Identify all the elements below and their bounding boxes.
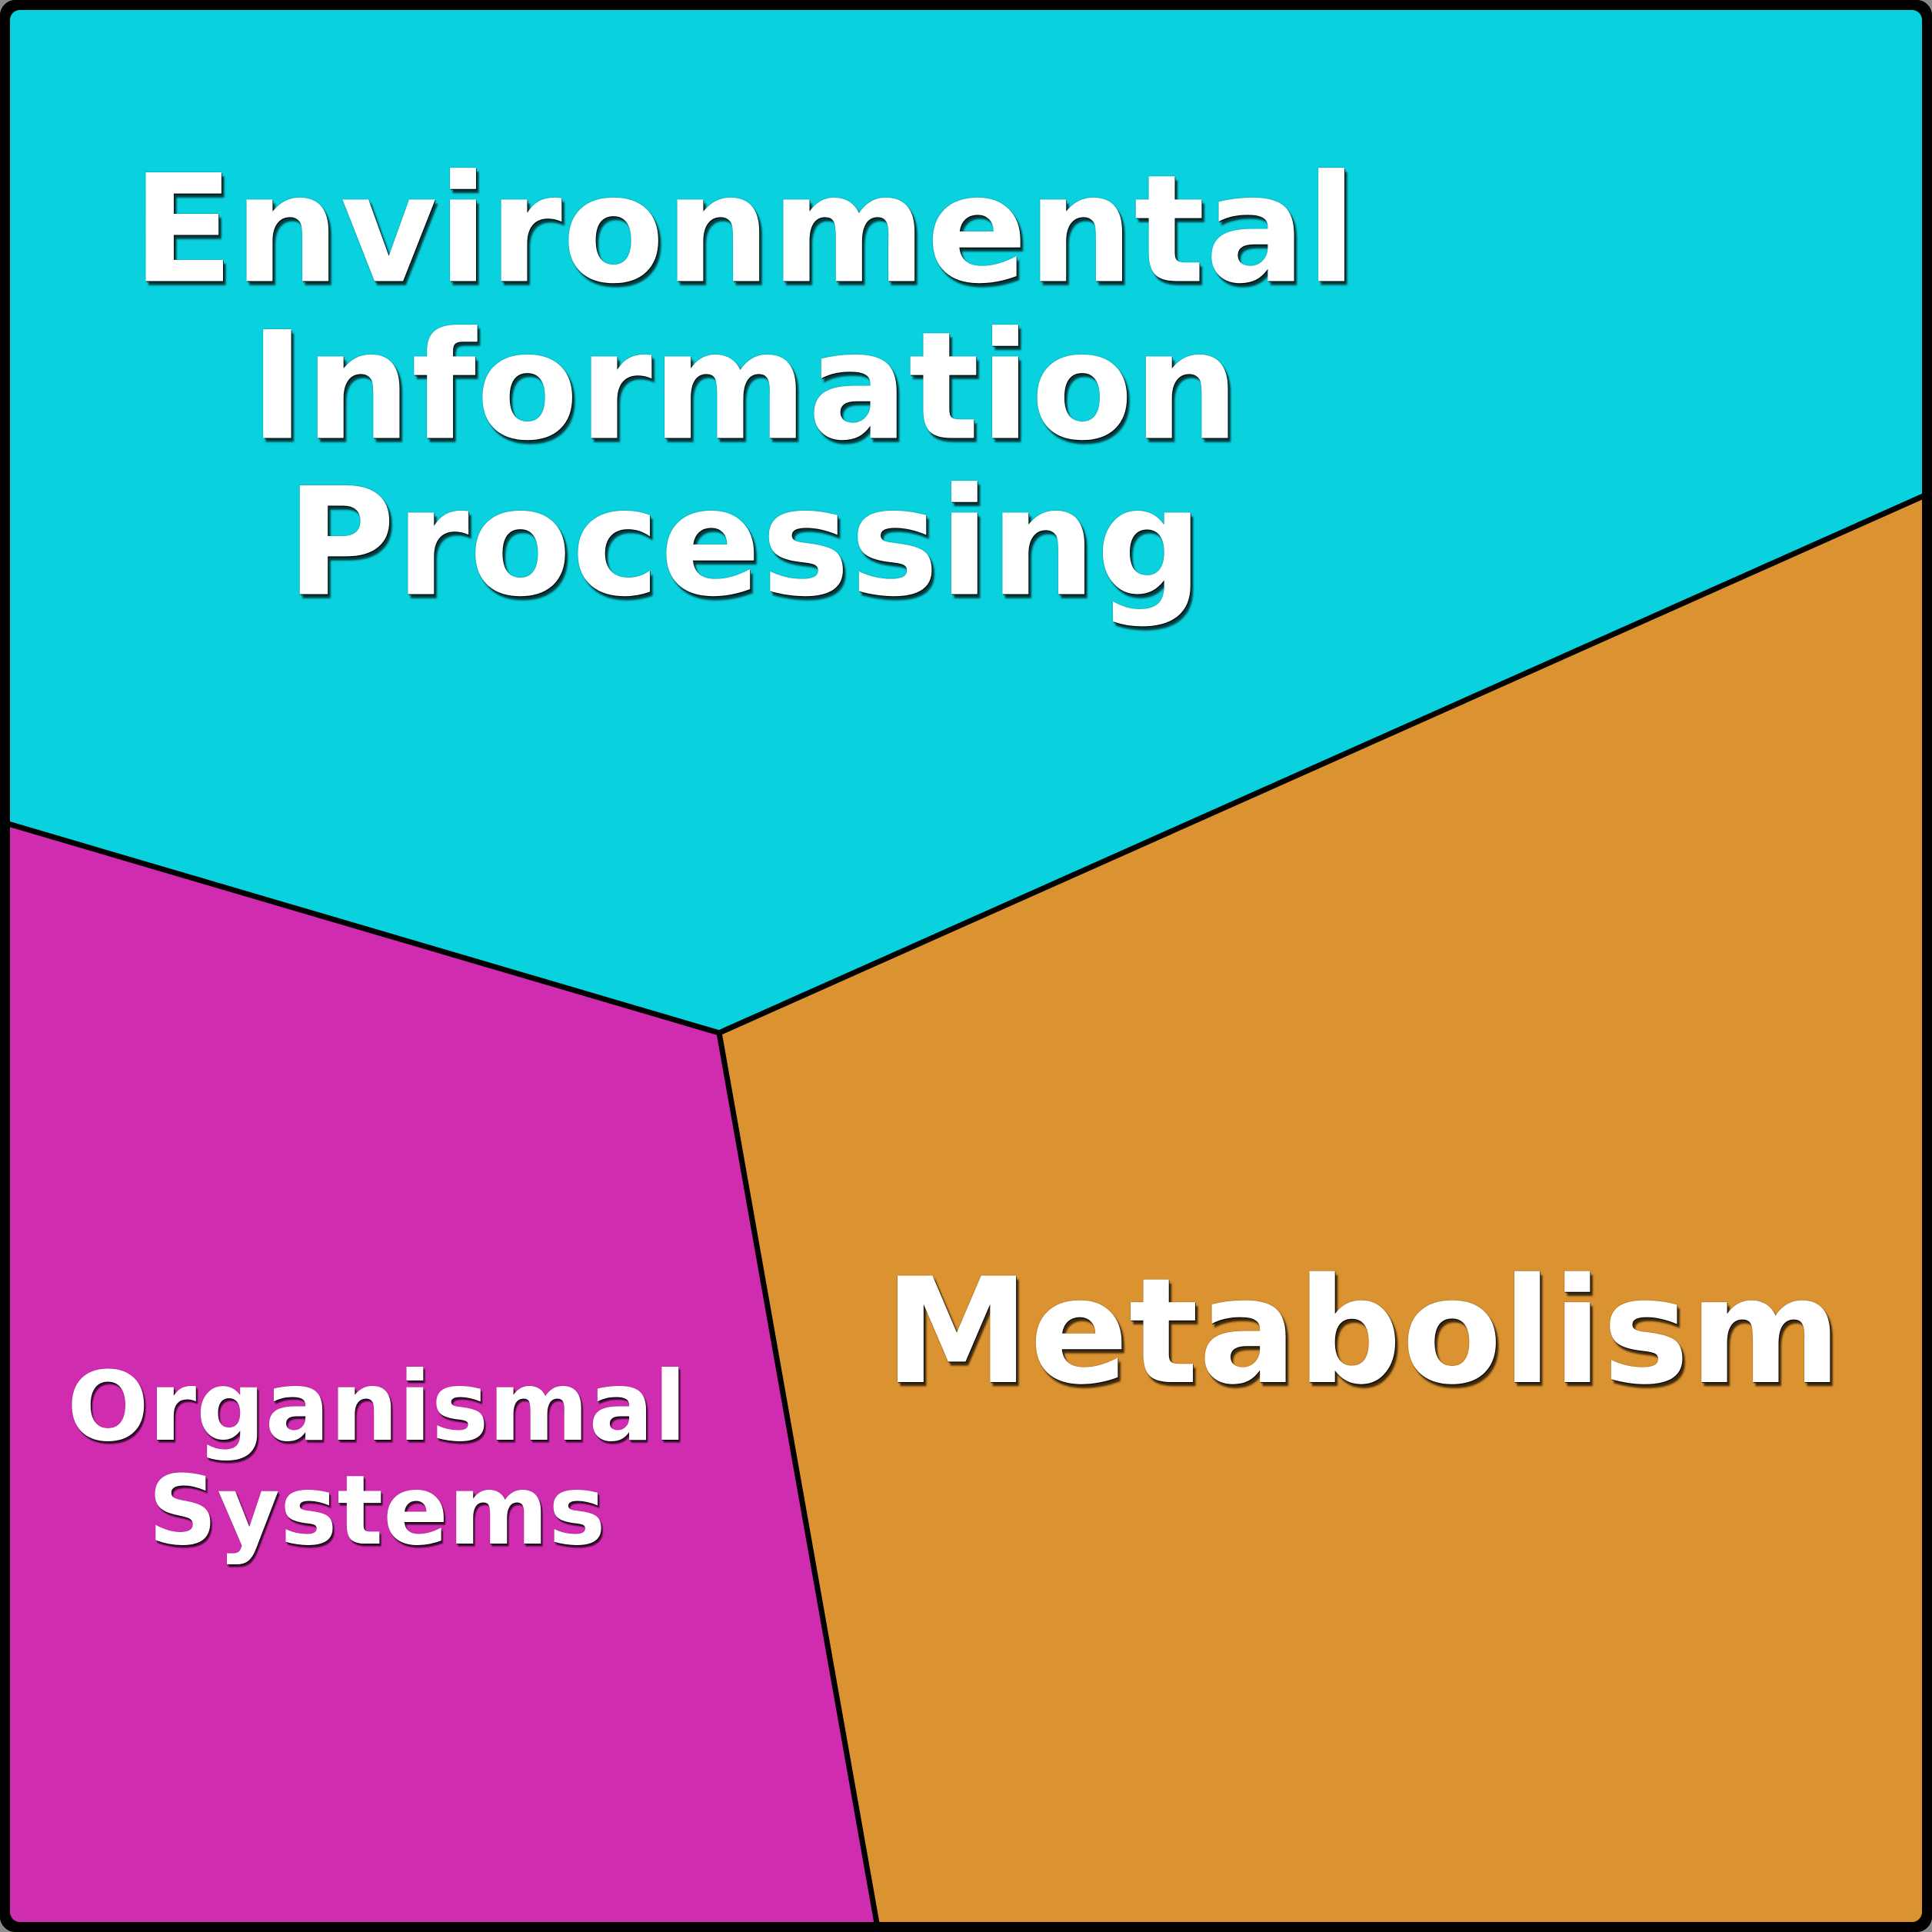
region-metabolism — [716, 489, 1932, 1932]
label-environmental-information-processing: Environmental Information Processing — [132, 152, 1357, 621]
label-metabolism: Metabolism — [884, 1259, 1842, 1405]
label-line: Environmental — [132, 142, 1357, 317]
label-line: Processing — [285, 455, 1204, 630]
label-line: Organismal — [67, 1351, 687, 1463]
region-organismal-systems — [0, 818, 881, 1932]
label-organismal-systems: Organismal Systems — [67, 1355, 686, 1563]
label-line: Information — [249, 299, 1240, 474]
label-line: Systems — [148, 1455, 606, 1567]
label-line: Metabolism — [884, 1247, 1842, 1417]
